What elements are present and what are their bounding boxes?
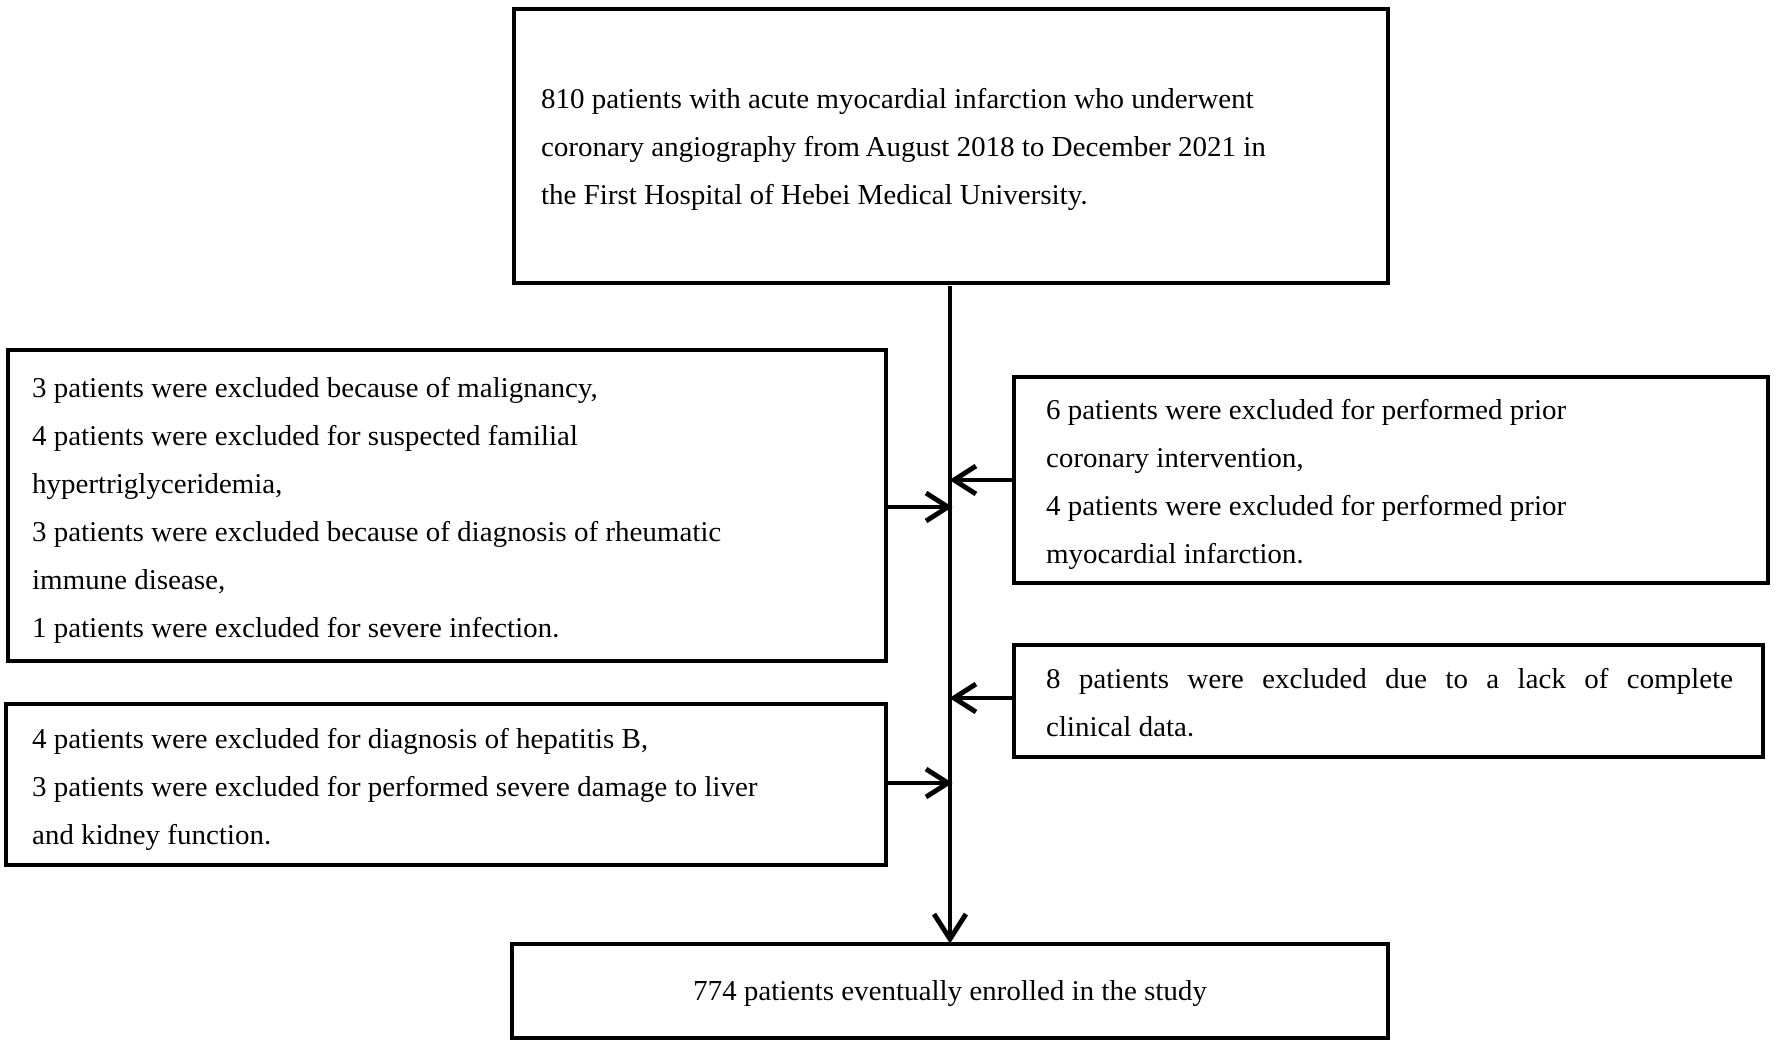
text-line: 6 patients were excluded for performed p… [1046, 394, 1567, 426]
left-arrowhead-icon [949, 681, 978, 715]
text-line: immune disease, [32, 564, 226, 596]
text-line: 3 patients were excluded for performed s… [32, 771, 758, 803]
text-line: 3 patients were excluded because of mali… [32, 372, 598, 404]
text-line: coronary angiography from August 2018 to… [541, 131, 1266, 163]
text-line: 3 patients were excluded because of diag… [32, 516, 722, 548]
exclusion-box-prior-procedures: 6 patients were excluded for performed p… [1012, 375, 1770, 585]
text-line: myocardial infarction. [1046, 538, 1304, 570]
down-arrowhead-icon [931, 912, 969, 944]
text-line: 810 patients with acute myocardial infar… [541, 83, 1254, 115]
exclusion-box-hepatic-renal: 4 patients were excluded for diagnosis o… [4, 702, 888, 867]
exclusion-box-clinical-data: 8 patients were excluded due to a lack o… [1012, 643, 1765, 759]
text-line: 4 patients were excluded for suspected f… [32, 420, 578, 452]
final-enrollment-box: 774 patients eventually enrolled in the … [510, 942, 1390, 1040]
text-line: 4 patients were excluded for diagnosis o… [32, 723, 649, 755]
left-arrowhead-icon [949, 463, 978, 497]
text-line: coronary intervention, [1046, 442, 1304, 474]
text-line: 4 patients were excluded for performed p… [1046, 490, 1567, 522]
text-line: and kidney function. [32, 819, 272, 851]
initial-cohort-box: 810 patients with acute myocardial infar… [512, 7, 1390, 285]
text-line: clinical data. [1046, 711, 1195, 743]
exclusion-box-comorbidities: 3 patients were excluded because of mali… [6, 348, 888, 663]
text-line: 8 patients were excluded due to a lack o… [1046, 663, 1733, 695]
text-line: hypertriglyceridemia, [32, 468, 283, 500]
text-line: the First Hospital of Hebei Medical Univ… [541, 179, 1088, 211]
final-enrollment-text: 774 patients eventually enrolled in the … [693, 975, 1207, 1007]
text-line: 1 patients were excluded for severe infe… [32, 612, 560, 644]
right-arrowhead-icon [924, 490, 953, 524]
right-arrowhead-icon [924, 766, 953, 800]
